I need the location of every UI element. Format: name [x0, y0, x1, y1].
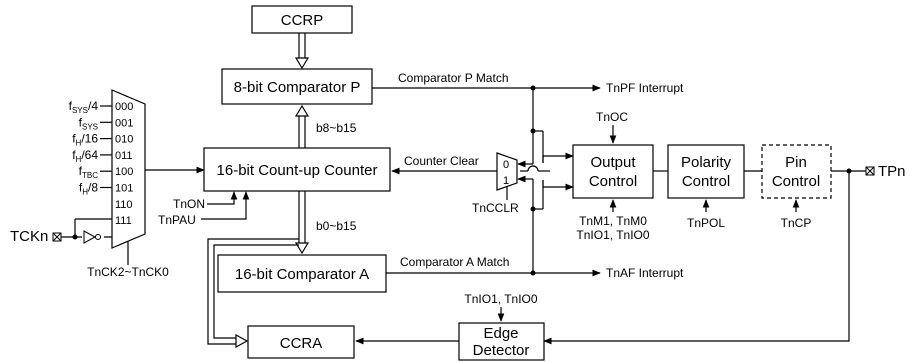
clock-code-label: 001 — [115, 117, 133, 129]
clock-source-row: 100 fTBC — [79, 164, 134, 180]
tnon-label: TnON — [173, 197, 205, 211]
tncclr-label: TnCCLR — [472, 201, 519, 215]
tnpau-label: TnPAU — [158, 213, 196, 227]
clock-select-mux — [111, 89, 146, 249]
tpn-to-edge-line — [543, 171, 850, 345]
clock-source-row: 110 — [115, 199, 133, 211]
counter-to-comparator-a-bus — [294, 191, 310, 255]
tnon-line — [207, 191, 238, 205]
tnpau-line — [201, 191, 250, 220]
ccra-label: CCRA — [280, 335, 323, 352]
ccrp-to-comparator-p-bus — [294, 33, 310, 70]
clock-code-label: 111 — [115, 215, 132, 227]
clock-source-row: 000 fSYS/4 — [69, 99, 134, 115]
edge-detector-label-2: Detector — [473, 342, 530, 359]
clock-source-row: 011 fH/64 — [72, 148, 132, 164]
clock-source-label: fH/8 — [79, 181, 98, 197]
tnck-select-label: TnCK2~TnCK0 — [87, 265, 169, 279]
counter-label: 16-bit Count-up Counter — [217, 162, 378, 179]
tncp-label: TnCP — [781, 216, 812, 230]
ccra-block: CCRA — [247, 325, 355, 359]
edge-detector-label-1: Edge — [483, 325, 518, 342]
b0-b15-label: b0~b15 — [316, 219, 357, 233]
match-routing — [520, 88, 574, 273]
counter-to-comparator-p-bus — [294, 104, 310, 148]
pin-control-label-1: Pin — [785, 154, 807, 171]
counter-block: 16-bit Count-up Counter — [203, 147, 391, 192]
counter-clear-label: Counter Clear — [404, 154, 479, 168]
tnm-label-2: TnIO1, TnIO0 — [576, 228, 649, 242]
tpn-label: TPn — [878, 163, 906, 180]
pin-control-label-2: Control — [772, 173, 820, 190]
tnio-edge-label: TnIO1, TnIO0 — [464, 292, 537, 306]
comparator-p-label: 8-bit Comparator P — [234, 79, 361, 96]
output-control-label-2: Control — [589, 173, 637, 190]
clock-code-label: 011 — [115, 150, 133, 162]
clock-source-label: fH/16 — [72, 132, 98, 148]
clock-source-label: fSYS — [79, 115, 98, 131]
clock-code-label: 010 — [115, 134, 133, 146]
ccrp-label: CCRP — [281, 12, 324, 29]
clock-code-label: 101 — [115, 183, 133, 195]
tpn-pin-icon — [865, 166, 875, 176]
clock-source-row: 111 — [115, 215, 132, 227]
comparator-p-block: 8-bit Comparator P — [221, 68, 373, 105]
polarity-control-block: Polarity Control — [667, 144, 745, 199]
tnm-label-1: TnM1, TnM0 — [579, 214, 647, 228]
comparator-a-label: 16-bit Comparator A — [235, 266, 369, 283]
tckn-label: TCKn — [10, 228, 48, 245]
comparator-p-match-label: Comparator P Match — [398, 71, 509, 85]
comparator-a-match-label: Comparator A Match — [400, 255, 509, 269]
counter-clear-mux: 0 1 — [496, 152, 518, 191]
clock-code-label: 000 — [115, 101, 133, 113]
ccrp-block: CCRP — [251, 5, 353, 34]
clock-code-label: 100 — [115, 166, 133, 178]
clock-source-row: 101 fH/8 — [79, 181, 134, 197]
inverter-icon — [82, 230, 104, 244]
mux-in-0-label: 0 — [503, 159, 509, 171]
clock-source-row: 001 fSYS — [79, 115, 134, 131]
comparator-a-block: 16-bit Comparator A — [217, 254, 387, 293]
mux-in-1-label: 1 — [503, 175, 509, 187]
clock-source-label: fH/64 — [72, 148, 98, 164]
edge-detector-block: Edge Detector — [458, 322, 545, 361]
polarity-control-label-1: Polarity — [681, 154, 732, 171]
pin-control-block: Pin Control — [761, 144, 832, 199]
tnpf-interrupt-label: TnPF Interrupt — [606, 81, 684, 95]
counter-to-ccra-bus — [207, 238, 299, 349]
output-control-label-1: Output — [590, 154, 636, 171]
polarity-control-label-2: Control — [682, 173, 730, 190]
clock-source-row: 010 fH/16 — [72, 132, 133, 148]
tnaf-interrupt-label: TnAF Interrupt — [606, 266, 684, 280]
clock-source-label: fSYS/4 — [69, 99, 99, 115]
clock-source-list: 000fSYS/4001fSYS010fH/16011fH/64100fTBC1… — [69, 99, 134, 227]
b8-b15-label: b8~b15 — [316, 121, 357, 135]
clock-source-label: fTBC — [79, 164, 99, 180]
tnpol-label: TnPOL — [687, 216, 725, 230]
output-control-block: Output Control — [572, 144, 654, 199]
tnoc-label: TnOC — [596, 110, 628, 124]
clock-code-label: 110 — [115, 199, 133, 211]
